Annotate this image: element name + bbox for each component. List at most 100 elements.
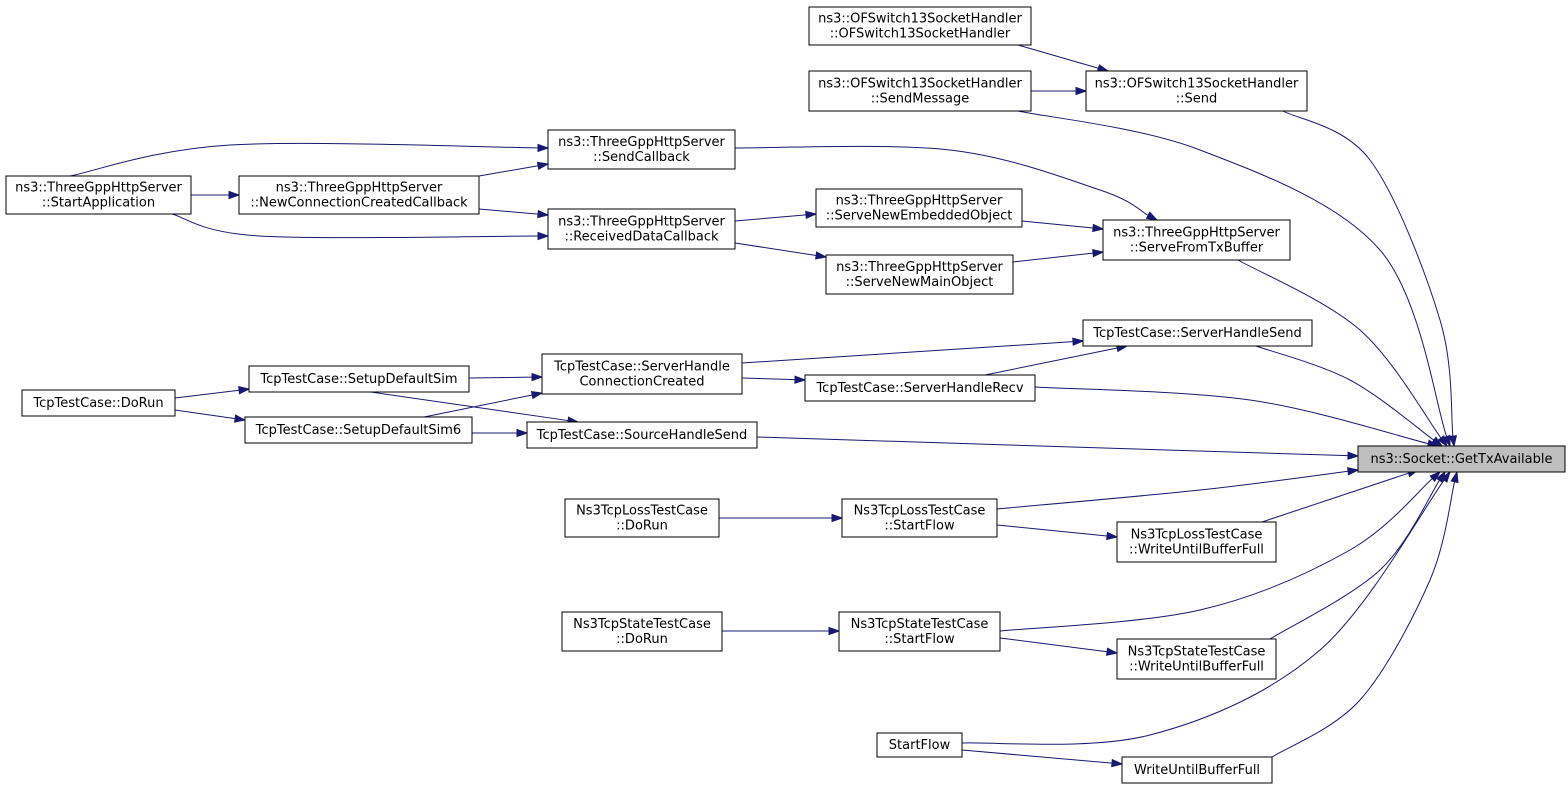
- node-http-sendcb[interactable]: ns3::ThreeGppHttpServer::SendCallback: [547, 129, 736, 170]
- edge-n_http_main-to-n_http_fromtx: [1012, 248, 1105, 263]
- edge-line: [174, 389, 240, 399]
- edge-line: [1261, 472, 1409, 523]
- node-state-dorun[interactable]: Ns3TcpStateTestCase::DoRun: [561, 611, 723, 652]
- node-http-start[interactable]: ns3::ThreeGppHttpServer::StartApplicatio…: [5, 175, 192, 215]
- edge-n_http_embedded-to-n_http_fromtx: [1021, 220, 1105, 233]
- node-state-start[interactable]: Ns3TcpStateTestCase::StartFlow: [838, 611, 1001, 652]
- node-http-embedded[interactable]: ns3::ThreeGppHttpServer::ServeNewEmbedde…: [815, 188, 1023, 228]
- node-label-line: ::WriteUntilBufferFull: [1129, 543, 1264, 558]
- node-box: [808, 70, 1032, 112]
- node-tcp-dorun[interactable]: TcpTestCase::DoRun: [21, 389, 176, 417]
- node-socket[interactable]: ns3::Socket::GetTxAvailable: [1357, 445, 1566, 473]
- node-label-line: ns3::OFSwitch13SocketHandler: [818, 12, 1022, 27]
- node-box: [541, 353, 743, 395]
- edge-line: [734, 214, 807, 222]
- arrowhead: [1450, 470, 1459, 484]
- edge-n_ofs_sendmsg-to-n_ofs_send: [1031, 86, 1088, 96]
- node-label-line: ns3::ThreeGppHttpServer: [836, 260, 1003, 275]
- edge-n_state_write-to-n_socket: [1269, 470, 1446, 640]
- arrowhead: [536, 161, 550, 170]
- node-tcp-srvrecv[interactable]: TcpTestCase::ServerHandleRecv: [804, 374, 1036, 402]
- node-http-fromtx[interactable]: ns3::ThreeGppHttpServer::ServeFromTxBuff…: [1102, 219, 1291, 261]
- node-loss-dorun[interactable]: Ns3TcpLossTestCase::DoRun: [564, 498, 720, 538]
- arrowhead: [1440, 470, 1451, 483]
- node-ofs-ctor[interactable]: ns3::OFSwitch13SocketHandler::OFSwitch13…: [808, 6, 1032, 46]
- node-box: [808, 6, 1032, 46]
- node-box: [564, 498, 720, 538]
- node-loss-write[interactable]: Ns3TcpLossTestCase::WriteUntilBufferFull: [1116, 521, 1277, 563]
- node-label-line: ::SendCallback: [593, 150, 690, 165]
- node-box: [1102, 219, 1291, 261]
- node-tcp-srcsend[interactable]: TcpTestCase::SourceHandleSend: [526, 421, 758, 449]
- node-label-line: ::ServeFromTxBuffer: [1130, 241, 1264, 256]
- node-startflow[interactable]: StartFlow: [876, 732, 963, 758]
- node-label-line: Ns3TcpStateTestCase: [1128, 645, 1266, 660]
- arrowhead: [238, 386, 251, 395]
- node-label-line: ::Send: [1176, 92, 1218, 107]
- node-tcp-srvsend[interactable]: TcpTestCase::ServerHandleSend: [1082, 319, 1313, 347]
- node-tcp-setup[interactable]: TcpTestCase::SetupDefaultSim: [248, 365, 470, 393]
- node-label-line: TcpTestCase::SourceHandleSend: [536, 428, 748, 443]
- edge-n_tcp_srvrecv-to-n_tcp_srvsend: [984, 344, 1129, 376]
- arrowhead: [815, 251, 828, 260]
- edge-n_http_start-to-n_http_sendcb: [69, 142, 550, 177]
- node-tcp-setup6[interactable]: TcpTestCase::SetupDefaultSim6: [244, 416, 473, 444]
- edge-n_http_recv-to-n_http_embedded: [734, 210, 818, 222]
- edge-n_tcp_setup-to-n_tcp_conncreated: [468, 372, 544, 382]
- edge-line: [1269, 480, 1440, 640]
- node-state-write[interactable]: Ns3TcpStateTestCase::WriteUntilBufferFul…: [1116, 638, 1277, 680]
- node-label-line: ns3::ThreeGppHttpServer: [15, 181, 182, 196]
- node-writeuntil[interactable]: WriteUntilBufferFull: [1121, 756, 1273, 784]
- edge-line: [478, 208, 539, 215]
- edge-n_state_dorun-to-n_state_start: [722, 626, 841, 636]
- arrowhead: [1429, 471, 1442, 483]
- node-http-recv[interactable]: ns3::ThreeGppHttpServer::ReceivedDataCal…: [547, 208, 736, 250]
- edge-n_state_start-to-n_socket: [999, 471, 1442, 632]
- node-label-line: ns3::ThreeGppHttpServer: [558, 135, 725, 150]
- edge-line: [69, 142, 539, 177]
- arrowhead: [537, 209, 550, 219]
- arrowhead: [1075, 86, 1088, 96]
- edge-n_http_newconn-to-n_http_sendcb: [478, 161, 550, 177]
- node-loss-start[interactable]: Ns3TcpLossTestCase::StartFlow: [841, 498, 998, 538]
- node-ofs-sendmsg[interactable]: ns3::OFSwitch13SocketHandler::SendMessag…: [808, 70, 1032, 112]
- edge-n_http_fromtx-to-n_socket: [1237, 259, 1448, 448]
- arrowhead: [805, 210, 818, 220]
- node-label-line: ::SendMessage: [871, 92, 969, 107]
- node-http-newconn[interactable]: ns3::ThreeGppHttpServer::NewConnectionCr…: [238, 175, 480, 215]
- arrowhead: [1092, 223, 1105, 233]
- edge-n_writeuntil-to-n_socket: [1271, 470, 1459, 758]
- node-tcp-conncreated[interactable]: TcpTestCase::ServerHandleConnectionCreat…: [541, 353, 743, 395]
- edge-line: [734, 242, 817, 256]
- edge-line: [756, 436, 1349, 457]
- node-label-line: ::WriteUntilBufferFull: [1129, 660, 1264, 675]
- arrowhead: [1347, 451, 1360, 460]
- edge-n_tcp_dorun-to-n_tcp_setup6: [174, 409, 247, 423]
- edge-line: [961, 479, 1445, 745]
- edge-n_tcp_dorun-to-n_tcp_setup: [174, 386, 251, 399]
- node-label-line: ns3::ThreeGppHttpServer: [276, 181, 443, 196]
- edges-layer: [69, 44, 1459, 768]
- edge-line: [1237, 259, 1442, 439]
- edge-line: [1021, 220, 1094, 229]
- node-box: [841, 498, 998, 538]
- edge-line: [741, 377, 796, 381]
- node-label-line: TcpTestCase::ServerHandle: [553, 360, 730, 375]
- node-http-main[interactable]: ns3::ThreeGppHttpServer::ServeNewMainObj…: [825, 254, 1014, 295]
- edge-n_tcp_srcsend-to-n_socket: [756, 436, 1360, 460]
- arrowhead: [516, 428, 529, 438]
- edge-n_tcp_srvrecv-to-n_socket: [1034, 386, 1440, 448]
- arrowhead: [1072, 337, 1085, 346]
- edge-line: [961, 749, 1113, 764]
- arrowhead: [1448, 435, 1458, 448]
- edge-line: [1017, 110, 1448, 437]
- edge-line: [478, 165, 539, 177]
- edge-line: [999, 637, 1108, 653]
- node-box: [561, 611, 723, 652]
- arrowhead: [831, 513, 844, 523]
- node-ofs-send[interactable]: ns3::OFSwitch13SocketHandler::Send: [1085, 70, 1308, 112]
- node-label-line: TcpTestCase::DoRun: [32, 396, 163, 411]
- node-box: [547, 208, 736, 250]
- arrowhead: [1092, 248, 1105, 258]
